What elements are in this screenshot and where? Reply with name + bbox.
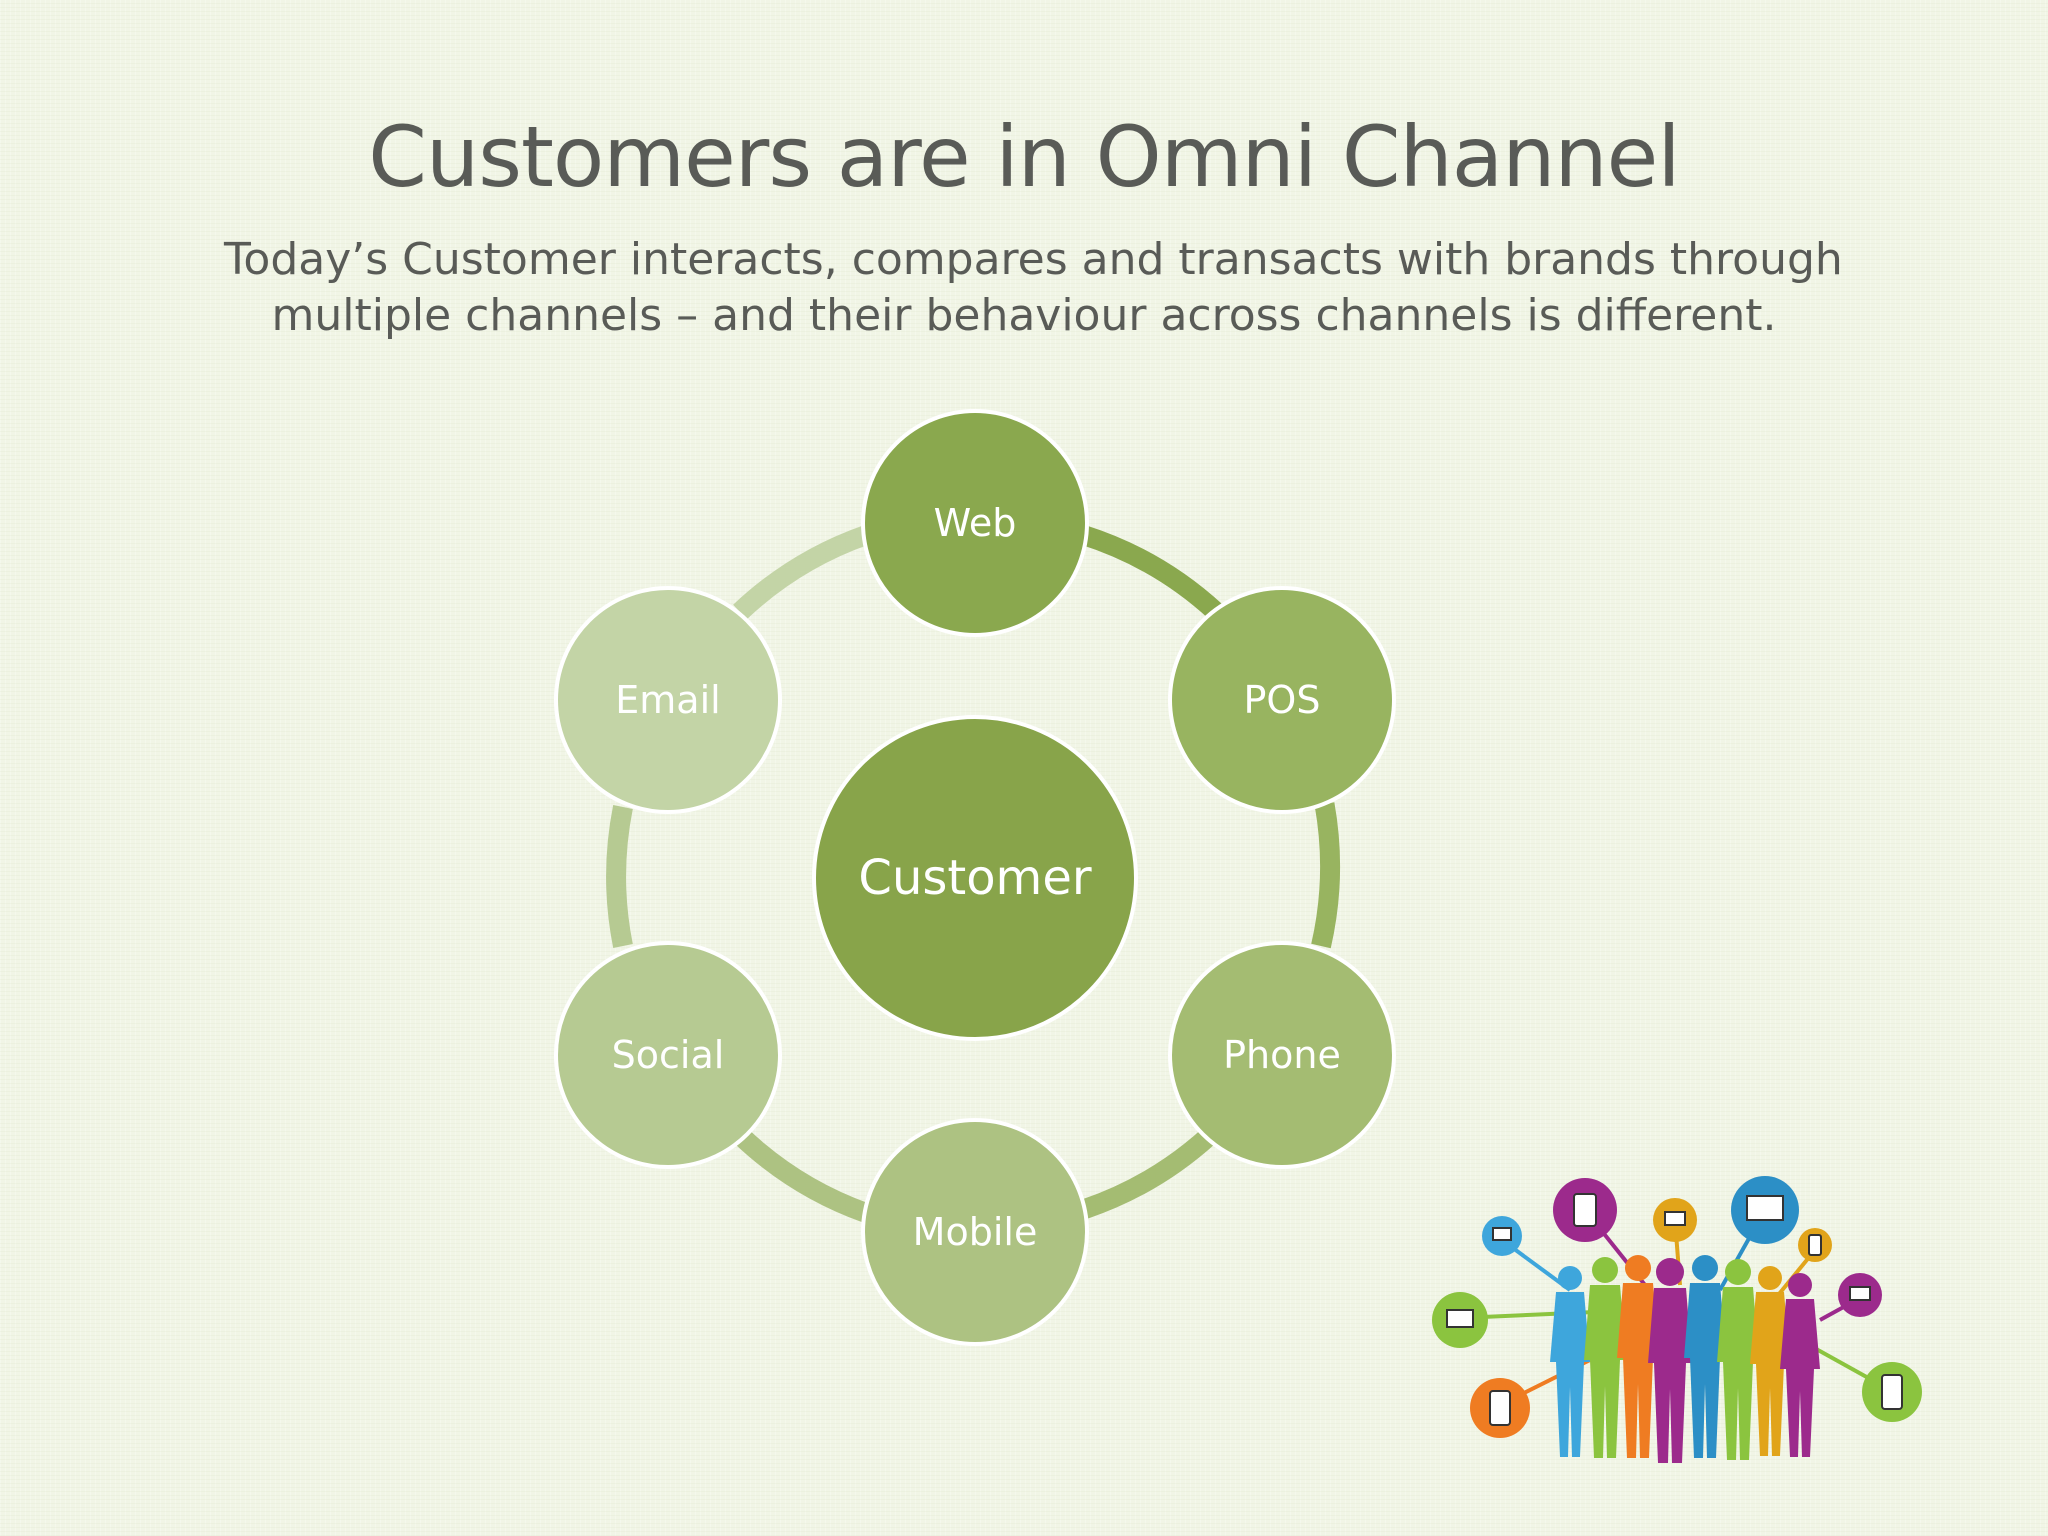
arc-phone-mobile [1081, 1127, 1217, 1219]
channel-node-phone: Phone [1168, 941, 1396, 1169]
person-silhouette [1550, 1266, 1590, 1457]
node-circle-web [861, 409, 1089, 637]
phone-icon [1862, 1362, 1922, 1422]
node-circle-mobile [861, 1118, 1089, 1346]
person-silhouette [1684, 1255, 1726, 1458]
laptop-icon [1838, 1273, 1882, 1317]
arc-web-pos [1080, 525, 1223, 620]
monitor-icon [1731, 1176, 1799, 1244]
slide-title: Customers are in Omni Channel [368, 108, 1680, 206]
node-label-pos: POS [1244, 678, 1321, 722]
arc-pos-phone [1311, 802, 1340, 949]
node-label-phone: Phone [1223, 1033, 1341, 1077]
node-circle-pos [1168, 586, 1396, 814]
channel-node-social: Social [554, 941, 782, 1169]
center-label: Customer [858, 850, 1091, 906]
subtitle-line-2: multiple channels – and their behaviour … [271, 290, 1777, 341]
arc-social-email [606, 805, 633, 948]
person-silhouette [1717, 1259, 1759, 1460]
center-circle [812, 715, 1138, 1041]
phone-icon [1470, 1378, 1530, 1438]
channel-node-web: Web [861, 409, 1089, 637]
node-label-web: Web [934, 501, 1017, 545]
laptop-icon [1482, 1216, 1522, 1256]
node-circle-social [554, 941, 782, 1169]
channel-node-mobile: Mobile [861, 1118, 1089, 1346]
slide-subtitle: Today’s Customer interacts, compares and… [224, 232, 1843, 344]
person-silhouette [1648, 1258, 1692, 1463]
node-label-mobile: Mobile [913, 1210, 1038, 1254]
channel-node-email: Email [554, 586, 782, 814]
subtitle-line-1: Today’s Customer interacts, compares and… [224, 234, 1843, 285]
device-bubbles [1432, 1176, 1922, 1438]
node-circle-email [554, 586, 782, 814]
node-label-social: Social [612, 1033, 725, 1077]
person-silhouette [1617, 1255, 1659, 1458]
node-label-email: Email [615, 678, 720, 722]
people-with-devices-illustration [1432, 1176, 1922, 1463]
tablet-icon [1553, 1178, 1617, 1242]
monitor-icon [1432, 1292, 1488, 1348]
cycle-ring [606, 525, 1340, 1223]
channel-node-pos: POS [1168, 586, 1396, 814]
person-silhouette [1584, 1257, 1626, 1458]
center-node: Customer [812, 715, 1138, 1041]
node-circle-phone [1168, 941, 1396, 1169]
arc-email-web [733, 525, 870, 620]
people-silhouettes [1550, 1255, 1820, 1463]
person-silhouette [1780, 1273, 1820, 1457]
arc-mobile-social [733, 1127, 870, 1223]
laptop-icon [1653, 1198, 1697, 1242]
person-silhouette [1750, 1266, 1790, 1456]
phone-icon [1798, 1228, 1832, 1262]
